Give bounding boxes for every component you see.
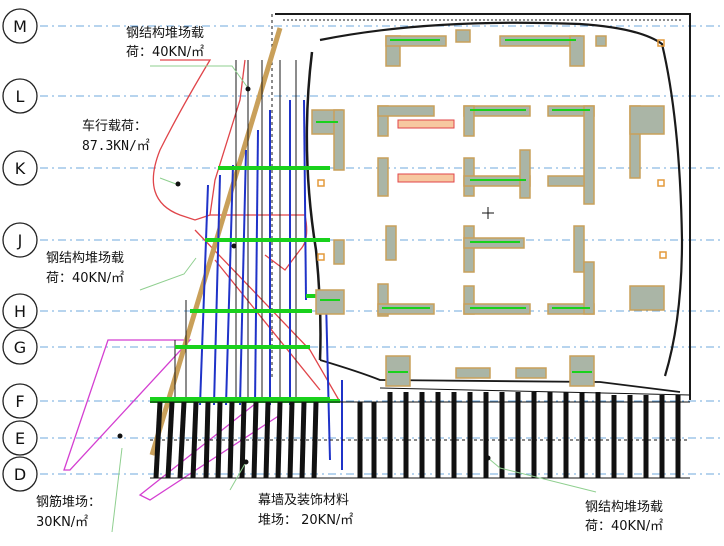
axis-grid-lines — [40, 25, 720, 475]
bottom-pile-frame — [150, 387, 691, 479]
axis-bubbles: M L K J H G F E — [2, 8, 38, 492]
annotation-leaders — [111, 65, 597, 533]
axis-label-k: K — [15, 159, 26, 178]
rebar-line1: 钢筋堆场： — [36, 494, 101, 510]
axis-label-h: H — [14, 302, 26, 321]
curtain-line2: 堆场： 20KN/㎡ — [258, 513, 353, 528]
axis-bubble-l: L — [2, 78, 38, 114]
vehicle-line1: 车行载荷： — [82, 118, 147, 134]
rebar-line2: 30KN/㎡ — [36, 515, 88, 530]
annotation-vehicle: 车行载荷： 87.3KN/㎡ — [82, 118, 150, 154]
axis-bubble-g: G — [2, 329, 38, 365]
axis-bubble-h: H — [2, 293, 38, 329]
vehicle-line2: 87.3KN/㎡ — [82, 139, 150, 154]
steel-top-line1: 钢结构堆场载 — [126, 26, 204, 41]
axis-label-j: J — [17, 231, 23, 250]
building-outline — [271, 13, 691, 400]
axis-label-m: M — [13, 17, 27, 36]
center-crosshair — [482, 207, 494, 219]
axis-bubble-m: M — [2, 8, 38, 44]
curtain-line1: 幕墙及装饰材料 — [258, 493, 349, 508]
magenta-boundary — [63, 339, 281, 501]
annotation-steel-top: 钢结构堆场载 荷：40KN/㎡ — [126, 26, 204, 60]
axis-label-f: F — [15, 392, 24, 411]
steel-left-line2: 荷：40KN/㎡ — [46, 271, 124, 286]
axis-bubble-d: D — [2, 456, 38, 492]
bottom-piles — [153, 392, 681, 479]
interior-green-joints — [316, 39, 592, 373]
axis-label-g: G — [14, 338, 26, 357]
annotation-curtain: 幕墙及装饰材料 堆场： 20KN/㎡ — [258, 493, 353, 528]
axis-label-d: D — [14, 465, 26, 484]
steel-left-line1: 钢结构堆场载 — [46, 251, 124, 266]
axis-bubble-f: F — [2, 383, 38, 419]
annotation-steel-left: 钢结构堆场载 荷：40KN/㎡ — [46, 251, 124, 286]
axis-label-e: E — [15, 429, 25, 448]
column-markers — [317, 39, 667, 261]
blue-bracing — [199, 99, 343, 470]
annotation-rebar: 钢筋堆场： 30KN/㎡ — [36, 494, 101, 530]
green-beams — [150, 166, 340, 403]
axis-bubble-e: E — [2, 420, 38, 456]
annotation-steel-bottom: 钢结构堆场载 荷：40KN/㎡ — [585, 500, 663, 534]
steel-top-line2: 荷：40KN/㎡ — [126, 45, 204, 60]
steel-bottom-line2: 荷：40KN/㎡ — [585, 519, 663, 534]
steel-bottom-line1: 钢结构堆场载 — [585, 500, 663, 515]
axis-bubble-j: J — [2, 222, 38, 258]
red-load-regions — [152, 59, 341, 403]
axis-label-l: L — [16, 87, 25, 106]
axis-bubble-k: K — [2, 150, 38, 186]
leader-dots — [117, 86, 491, 465]
hatched-strips — [397, 119, 455, 183]
left-supports — [174, 60, 297, 400]
